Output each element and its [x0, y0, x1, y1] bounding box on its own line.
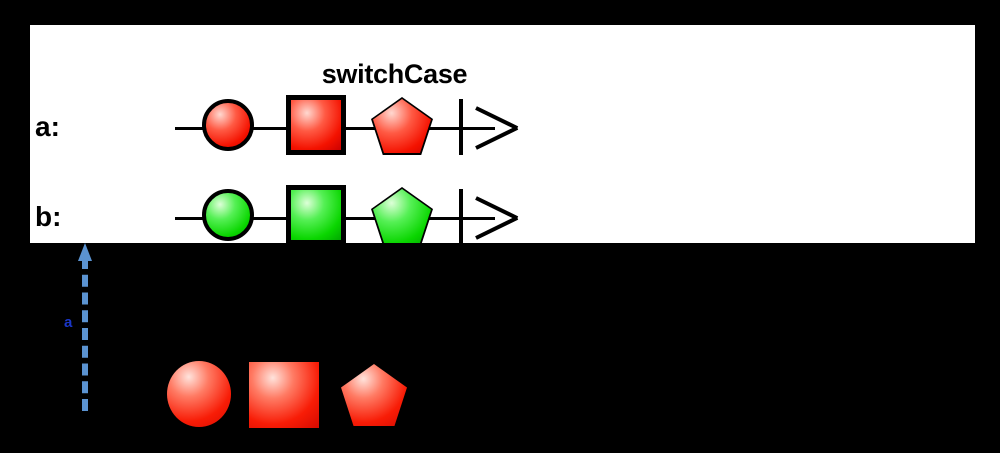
terminator-bar	[459, 99, 463, 155]
node-circle[interactable]	[202, 189, 254, 241]
track-row[interactable]: b:	[30, 173, 975, 243]
node-square[interactable]	[286, 185, 346, 243]
track-row[interactable]: a:	[30, 83, 975, 173]
arrow-head	[78, 243, 92, 261]
node-square[interactable]	[286, 95, 346, 155]
row-label-b: b:	[35, 201, 62, 232]
arrow-shaft	[82, 257, 88, 411]
preview-square[interactable]	[249, 362, 319, 428]
annotation-arrow-up-icon	[78, 243, 92, 411]
annotation-label: a	[64, 314, 73, 331]
preview-circle[interactable]	[167, 361, 231, 427]
preview-pentagon[interactable]	[341, 364, 407, 426]
track-row-clipped[interactable]	[30, 232, 975, 243]
page-title: switchCase	[321, 59, 468, 89]
row-label-a: a:	[35, 111, 60, 142]
switch-case-panel: switchCase a: b:	[30, 25, 975, 243]
terminator-bar	[459, 189, 463, 243]
node-pentagon[interactable]	[373, 99, 431, 153]
arrow-right-icon	[475, 105, 520, 150]
node-circle[interactable]	[202, 99, 254, 151]
